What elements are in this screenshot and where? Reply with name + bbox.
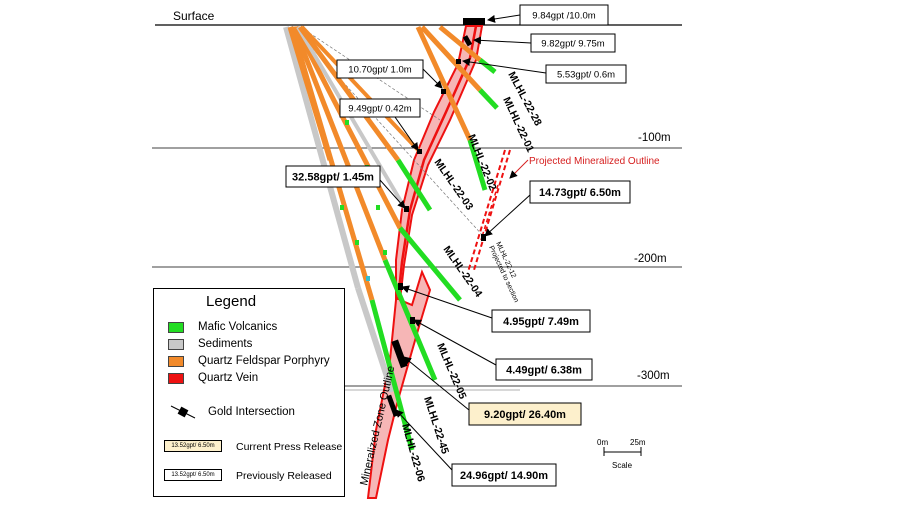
legend-item-vein: Quartz Vein <box>168 371 258 385</box>
gold-intersection-icon <box>170 405 196 419</box>
hole-trace-45-lower <box>369 299 415 451</box>
lith-speck <box>345 120 349 125</box>
scale-caption: Scale <box>612 461 633 470</box>
gold-intersection-marker <box>410 317 415 324</box>
hole-trace-04 <box>293 25 403 230</box>
gold-intersection-marker <box>463 18 485 25</box>
sediment-swatch <box>168 338 184 350</box>
callout-9-20: 9.20gpt/ 26.40m <box>403 356 582 426</box>
porphyry-swatch <box>168 355 184 367</box>
hole-trace-grey-2 <box>296 25 408 212</box>
legend-label: Mafic Volcanics <box>198 321 278 333</box>
callout-4-95: 4.95gpt/ 7.49m <box>401 285 591 333</box>
callout-9-49: 9.49gpt/ 0.42m <box>339 98 421 151</box>
legend-label: Quartz Feldspar Porphyry <box>198 355 330 367</box>
hole-trace-03 <box>297 25 401 162</box>
projected-outline <box>467 149 511 273</box>
legend-item-sediments: Sediments <box>168 337 252 351</box>
gold-intersection-marker <box>441 89 446 94</box>
hole-trace-02-lower <box>467 139 488 191</box>
gold-intersection-marker <box>456 59 461 64</box>
previous-release-label: Previously Released <box>236 470 332 482</box>
legend-item-mafic: Mafic Volcanics <box>168 320 277 334</box>
drill-holes <box>283 25 499 451</box>
scale-zero: 0m <box>597 438 608 447</box>
legend-label: Quartz Vein <box>198 372 259 384</box>
hole-label-mlhl-22-03: MLHL-22-03 <box>432 157 476 213</box>
gold-intersection-marker <box>481 234 486 241</box>
hole-label-mlhl-22-04: MLHL-22-04 <box>441 244 485 300</box>
depth-label-300: -300m <box>637 370 670 382</box>
callout-text: 4.49gpt/ 6.38m <box>506 365 582 377</box>
hole-trace-04-lower <box>398 226 462 302</box>
legend-item-gold: Gold Intersection <box>168 405 295 419</box>
callout-text: 9.82gpt/ 9.75m <box>541 39 604 50</box>
gold-intersection-marker <box>462 35 473 47</box>
callout-text: 24.96gpt/ 14.90m <box>460 470 548 482</box>
depth-label-100: -100m <box>638 132 671 144</box>
gold-intersection-marker <box>404 206 409 212</box>
hole-label-mlhl-22-05: MLHL-22-05 <box>434 341 468 401</box>
callout-4-49: 4.49gpt/ 6.38m <box>413 319 593 381</box>
hole-trace-grey-1 <box>283 26 361 289</box>
callout-32-58: 32.58gpt/ 1.45m <box>285 165 406 209</box>
callout-24-96: 24.96gpt/ 14.90m <box>395 409 557 487</box>
gold-intersection-marker <box>398 283 403 290</box>
hole-trace-03-lower <box>395 158 433 212</box>
gold-intersection-marker <box>417 149 422 154</box>
callout-text: 5.53gpt/ 0.6m <box>557 70 615 81</box>
projected-outline-label: Projected Mineralized Outline <box>529 156 660 167</box>
current-release-sample: 13.52gpt/ 6.50m <box>164 440 222 452</box>
hole-trace-28 <box>438 25 482 62</box>
callout-text: 9.20gpt/ 26.40m <box>484 409 566 421</box>
callout-5-53: 5.53gpt/ 0.6m <box>462 58 627 84</box>
hole-trace-01 <box>420 25 482 92</box>
legend-label: Gold Intersection <box>208 406 295 418</box>
lith-speck <box>340 205 344 210</box>
callout-text: 32.58gpt/ 1.45m <box>292 172 374 184</box>
scale-bar: 0m 25m Scale <box>597 438 646 470</box>
legend: Legend Mafic Volcanics Sediments Quartz … <box>153 288 345 497</box>
hole-trace-28-lower <box>478 58 497 74</box>
previous-release-sample: 13.52gpt/ 6.50m <box>164 469 222 481</box>
callout-14-73: 14.73gpt/ 6.50m <box>484 180 631 237</box>
callout-9-84: 9.84gpt /10.0m <box>487 4 609 26</box>
callout-text: 9.49gpt/ 0.42m <box>348 104 411 115</box>
lith-speck <box>355 240 359 245</box>
lith-speck <box>366 276 370 281</box>
mafic-swatch <box>168 321 184 333</box>
callout-text: 9.84gpt /10.0m <box>532 11 595 22</box>
hole-trace-05 <box>291 26 388 261</box>
legend-title: Legend <box>206 293 257 310</box>
hole-trace-02 <box>415 25 473 142</box>
lith-speck <box>376 205 380 210</box>
surface-label: Surface <box>173 9 215 23</box>
hole-trace-01-lower <box>478 88 499 110</box>
current-release-label: Current Press Release <box>236 441 343 453</box>
hole-trace-03b <box>300 25 422 154</box>
lith-speck <box>383 250 387 255</box>
scale-end: 25m <box>630 438 646 447</box>
intercept-callouts: 9.84gpt /10.0m 9.82gpt/ 9.75m 5.53gpt/ 0… <box>285 4 631 487</box>
callout-text: 4.95gpt/ 7.49m <box>503 316 579 328</box>
hole-trace-45 <box>289 26 375 301</box>
legend-item-porphyry: Quartz Feldspar Porphyry <box>168 354 330 368</box>
legend-label: Sediments <box>198 338 253 350</box>
callout-10-70: 10.70gpt/ 1.0m <box>336 59 443 89</box>
depth-label-200: -200m <box>634 253 667 265</box>
callout-9-82: 9.82gpt/ 9.75m <box>473 33 616 53</box>
vein-swatch <box>168 372 184 384</box>
hole-label-mlhl-22-06: MLHL-22-06 <box>399 423 427 484</box>
callout-text: 10.70gpt/ 1.0m <box>348 65 411 76</box>
hole-trace-grey-1b <box>355 287 395 393</box>
callout-text: 14.73gpt/ 6.50m <box>539 187 621 199</box>
projected-outline-arrow <box>509 159 529 179</box>
hole-label-mlhl-22-45: MLHL-22-45 <box>421 395 451 455</box>
